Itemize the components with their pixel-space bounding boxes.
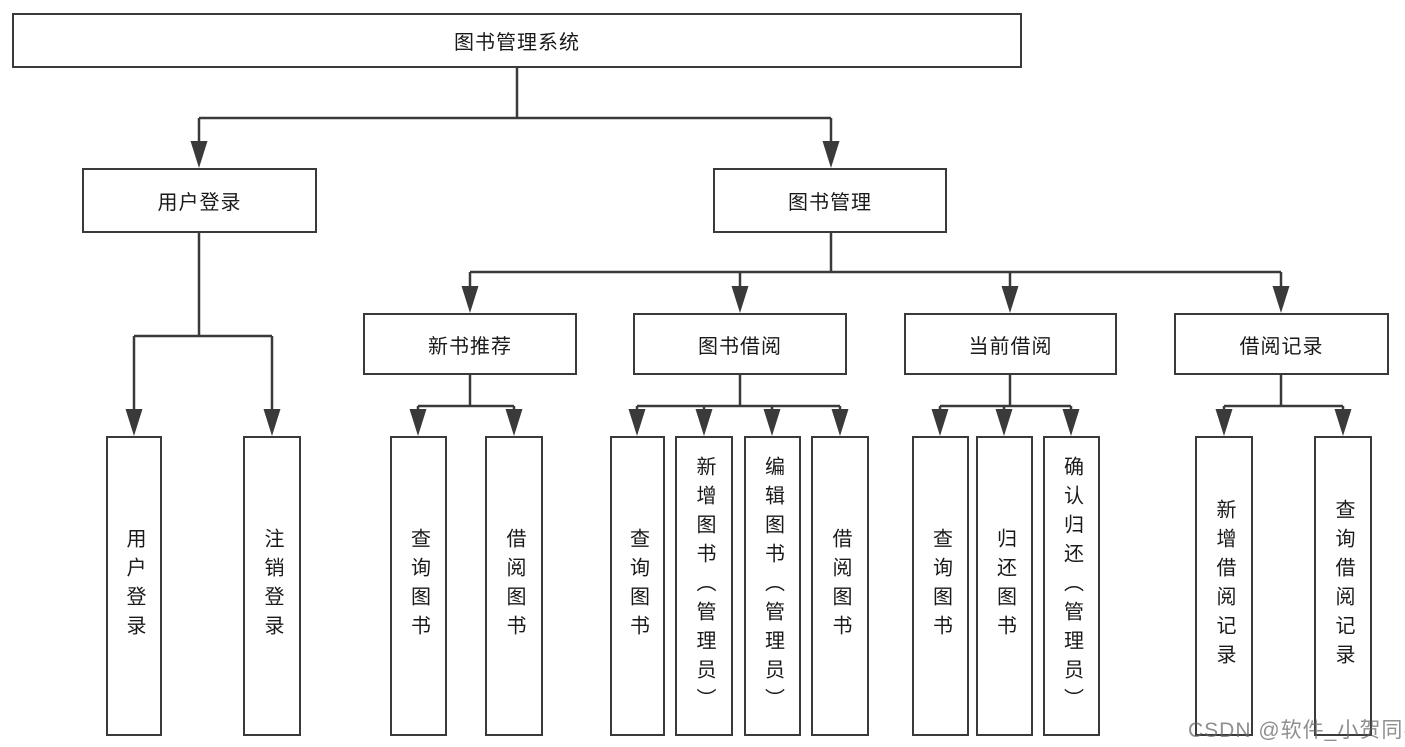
leaf-label: 归还图书 [993, 528, 1016, 644]
leaf-query-books-current: 查询图书 [912, 436, 969, 736]
arrow-icon [731, 286, 749, 313]
node-book-management: 图书管理 [713, 168, 947, 233]
node-root-label: 图书管理系统 [454, 32, 580, 54]
leaf-label: 新增借阅记录 [1213, 499, 1235, 673]
node-root: 图书管理系统 [12, 13, 1022, 68]
arrow-icon [263, 409, 281, 436]
node-book-borrow-label: 图书借阅 [698, 335, 782, 358]
leaf-user-login: 用户登录 [106, 436, 162, 736]
connector-login [132, 233, 274, 418]
leaf-add-borrow-record: 新增借阅记录 [1195, 436, 1253, 736]
leaf-label: 查询借阅记录 [1332, 499, 1354, 673]
arrow-icon [190, 141, 208, 168]
node-book-borrow: 图书借阅 [633, 313, 847, 375]
node-current-borrow-label: 当前借阅 [968, 335, 1053, 358]
leaf-label: 注销登录 [261, 528, 283, 644]
arrow-icon [695, 409, 713, 436]
leaf-label: 借阅图书 [503, 528, 525, 644]
arrow-icon [1062, 409, 1080, 436]
leaf-return-book: 归还图书 [976, 436, 1033, 736]
connector-records [1222, 375, 1345, 420]
node-borrow-records: 借阅记录 [1174, 313, 1389, 375]
arrow-icon [931, 409, 949, 436]
leaf-query-books-recommend: 查询图书 [390, 436, 447, 736]
leaf-label: 查询图书 [626, 528, 649, 644]
leaf-label: 新增图书（管理员） [693, 455, 715, 717]
arrow-icon [1215, 409, 1233, 436]
arrow-icon [461, 286, 479, 313]
connector-recommend [416, 375, 516, 420]
arrow-icon [628, 409, 646, 436]
leaf-label: 编辑图书（管理员） [761, 455, 784, 717]
leaf-query-borrow-record: 查询借阅记录 [1314, 436, 1372, 736]
leaf-borrow-books-recommend: 借阅图书 [485, 436, 543, 736]
arrow-icon [125, 409, 143, 436]
arrow-icon [831, 409, 849, 436]
node-book-management-label: 图书管理 [788, 192, 872, 214]
node-user-login-label: 用户登录 [157, 192, 242, 214]
connector-borrow [635, 375, 842, 420]
arrow-icon [409, 409, 427, 436]
connector-root [197, 68, 833, 150]
arrowheads [125, 141, 1352, 436]
leaf-label: 查询图书 [407, 528, 430, 644]
node-current-borrow: 当前借阅 [904, 313, 1117, 375]
arrow-icon [1334, 409, 1352, 436]
arrow-icon [505, 409, 523, 436]
leaf-logout: 注销登录 [243, 436, 301, 736]
node-user-login: 用户登录 [82, 168, 317, 233]
arrow-icon [995, 409, 1013, 436]
leaf-add-book-admin: 新增图书（管理员） [675, 436, 733, 736]
leaf-confirm-return-admin: 确认归还（管理员） [1043, 436, 1100, 736]
arrow-icon [822, 141, 840, 168]
leaf-label: 查询图书 [929, 528, 952, 644]
node-new-book-recommend-label: 新书推荐 [428, 335, 512, 358]
leaf-query-books-borrow: 查询图书 [610, 436, 665, 736]
watermark: CSDN @软件_小贺同学 [1188, 719, 1405, 742]
arrow-icon [1272, 286, 1290, 313]
leaf-label: 确认归还（管理员） [1060, 455, 1083, 717]
node-new-book-recommend: 新书推荐 [363, 313, 577, 375]
node-borrow-records-label: 借阅记录 [1239, 335, 1324, 358]
arrow-icon [1001, 286, 1019, 313]
leaf-label: 借阅图书 [829, 528, 851, 644]
connector-mgmt [468, 233, 1283, 295]
leaf-borrow-books: 借阅图书 [811, 436, 869, 736]
leaf-label: 用户登录 [123, 528, 145, 644]
arrow-icon [763, 409, 781, 436]
leaf-edit-book-admin: 编辑图书（管理员） [744, 436, 801, 736]
